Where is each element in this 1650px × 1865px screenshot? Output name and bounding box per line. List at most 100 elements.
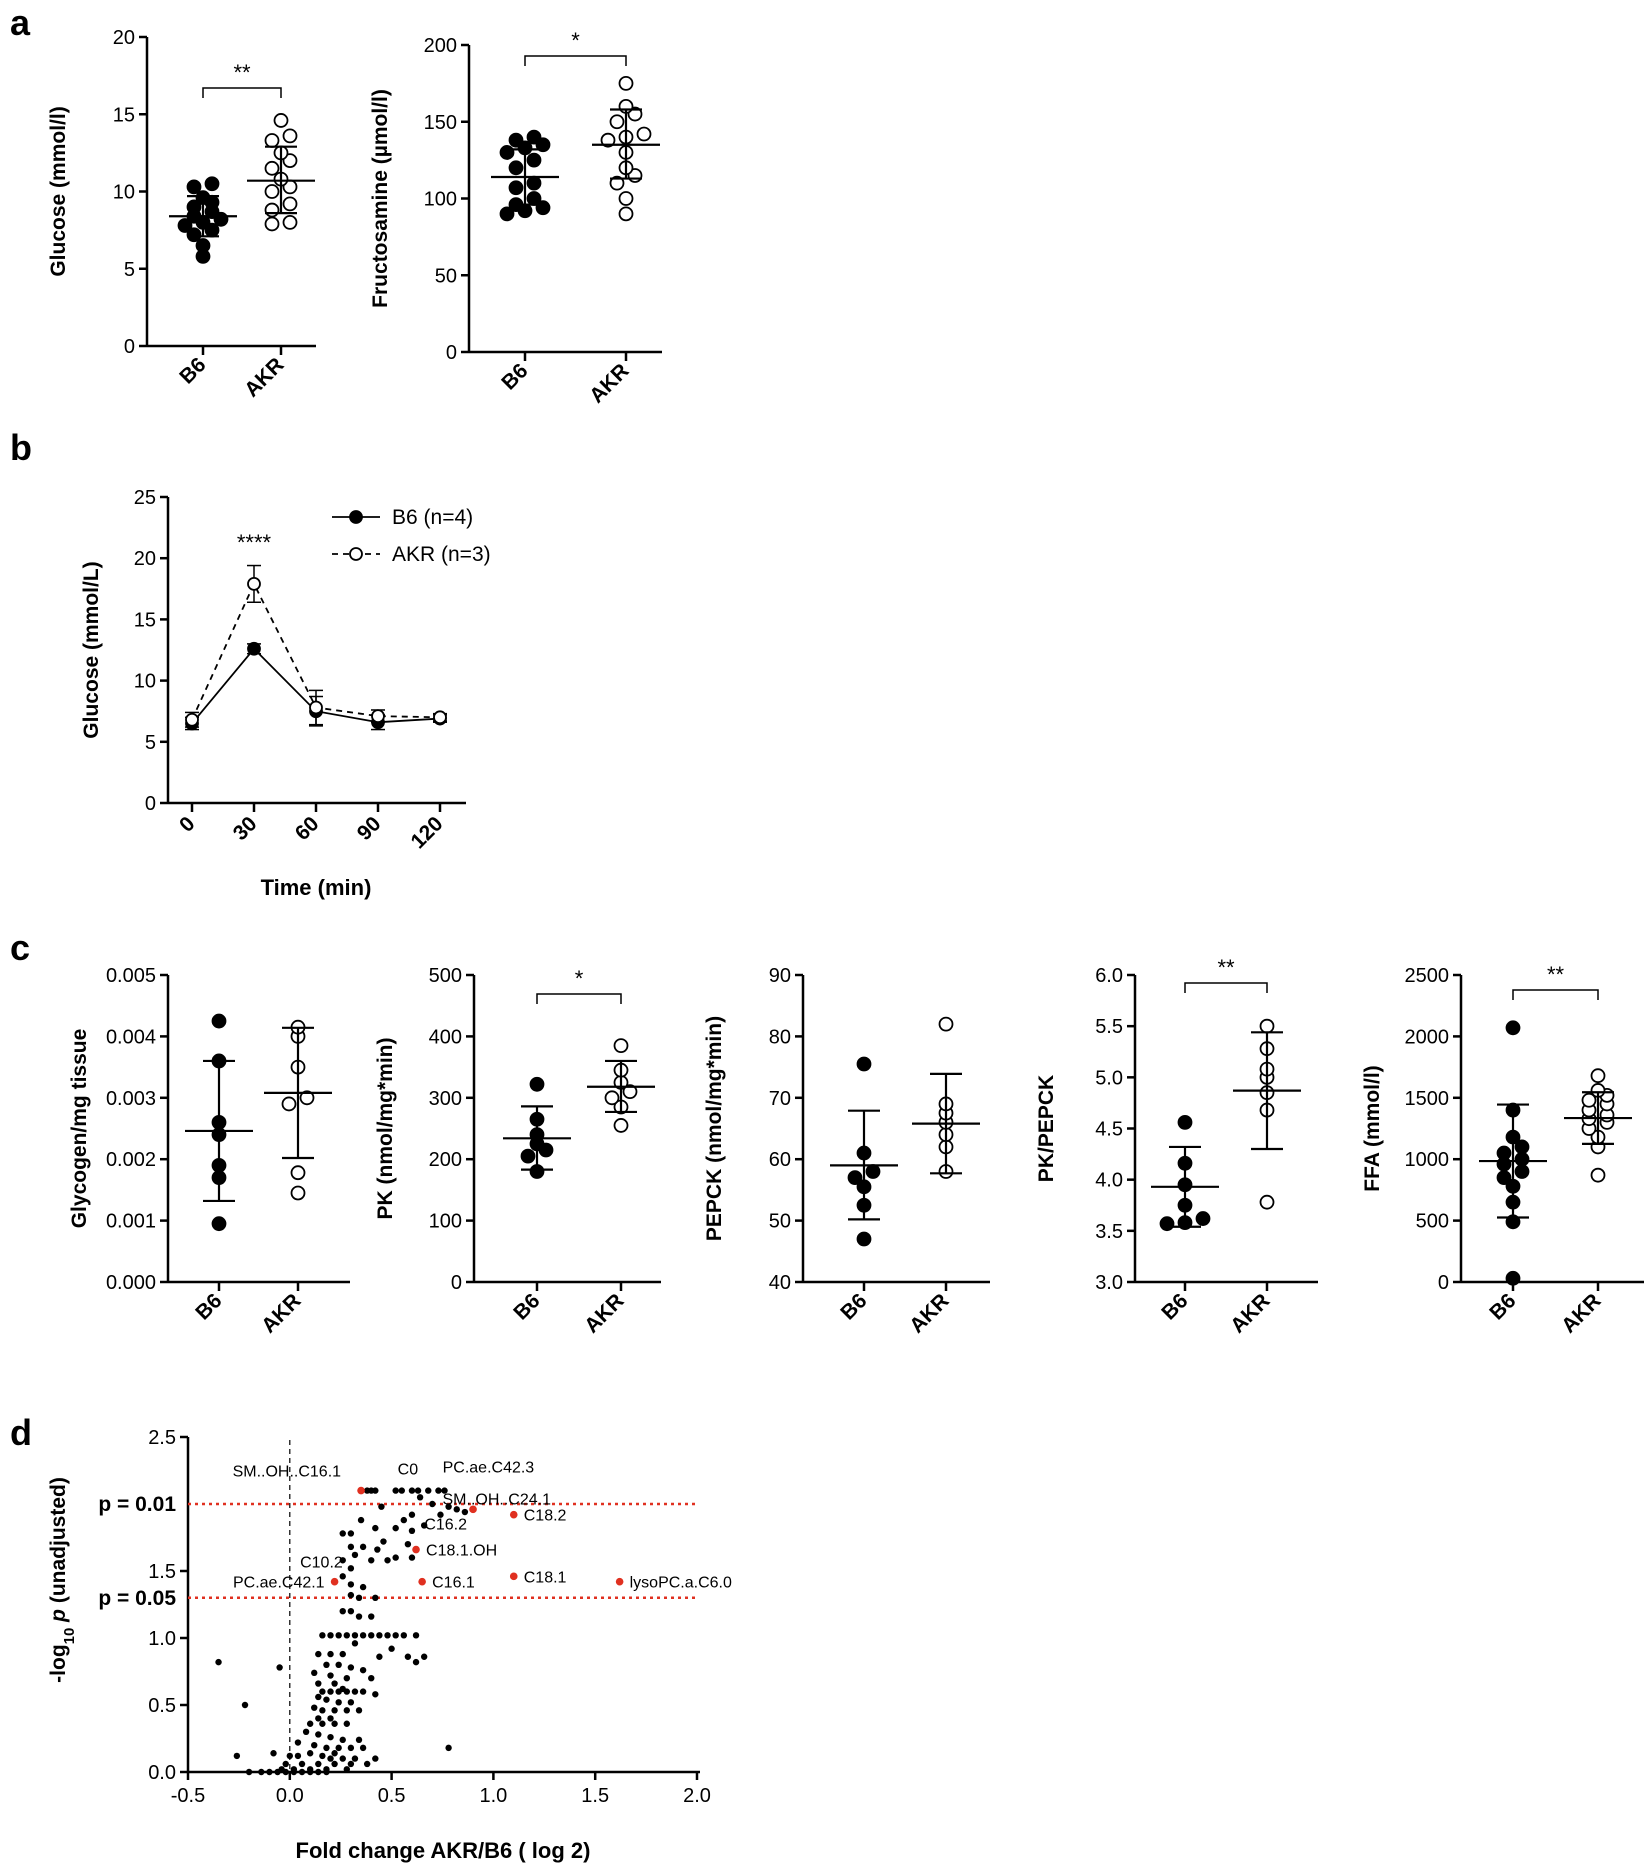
c1-y-tick-label: 0.004	[106, 1026, 156, 1048]
c4-y-tick-label: 6.0	[1095, 965, 1123, 987]
d-point	[245, 1768, 253, 1776]
d-point	[408, 1487, 416, 1494]
c2-akr-point	[604, 1090, 620, 1106]
a2-category-label: B6	[497, 359, 532, 394]
b-y-axis-label: Glucose (mmol/L)	[80, 561, 103, 738]
c5-y-tick-label: 500	[1416, 1211, 1449, 1233]
d-highlight-point	[412, 1545, 420, 1554]
d-point	[372, 1487, 379, 1494]
c2-significance-bracket	[536, 993, 622, 1004]
d-point	[311, 1669, 318, 1677]
d-point	[274, 1768, 281, 1776]
a2-y-tick-label: 200	[424, 35, 457, 57]
b-point-1	[433, 710, 447, 725]
d-point-label: C10.2	[300, 1554, 343, 1571]
d-point	[392, 1554, 399, 1561]
a2-b6-point	[499, 206, 515, 222]
c2-significance-label: *	[575, 966, 584, 991]
d-point	[282, 1768, 289, 1776]
c1-akr-point	[281, 1096, 297, 1112]
d-point	[351, 1640, 359, 1647]
d-point	[323, 1744, 330, 1752]
d-x-axis-label: Fold change AKR/B6 ( log 2)	[296, 1838, 591, 1863]
b-point-1	[247, 577, 261, 591]
d-point	[355, 1736, 363, 1744]
d-x-tick-label: 1.0	[479, 1785, 507, 1807]
d-point-label: C16.2	[424, 1516, 467, 1533]
b-legend-label-0: B6 (n=4)	[392, 506, 473, 529]
d-y-tick-label: 1.0	[148, 1628, 176, 1650]
b-y-tick-label: 15	[134, 609, 156, 631]
d-y-label-sub: 10	[61, 1628, 78, 1645]
d-point	[306, 1750, 314, 1757]
c5-b6-point	[1514, 1151, 1530, 1167]
a2-akr-point	[636, 126, 652, 142]
d-point	[319, 1707, 326, 1714]
c2-y-axis-label: PK (nmol/mg*min)	[374, 1038, 397, 1220]
a1-b6-point	[186, 179, 202, 195]
c4-y-tick-label: 3.5	[1095, 1221, 1123, 1243]
d-point	[331, 1707, 338, 1714]
d-point	[233, 1752, 241, 1760]
d-point-label: lysoPC.a.C6.0	[630, 1575, 732, 1592]
d-y-tick-label: 2.5	[148, 1427, 176, 1449]
c2-category-label: AKR	[580, 1289, 628, 1337]
b-point-1	[371, 709, 385, 723]
c1-y-tick-label: 0.005	[106, 965, 156, 987]
d-point	[298, 1768, 306, 1776]
d-point	[323, 1696, 330, 1703]
a2-b6-point	[499, 145, 515, 160]
a2-b6-point	[526, 152, 542, 168]
c3-y-tick-label: 80	[769, 1026, 791, 1048]
a2-b6-point	[508, 132, 524, 148]
c1-akr-point	[290, 1185, 306, 1201]
c5-b6-point	[1496, 1145, 1512, 1161]
c4-akr-point	[1259, 1018, 1275, 1034]
a2-akr-point	[618, 75, 634, 91]
c4-akr-point	[1259, 1194, 1275, 1210]
c4-b6-point	[1159, 1216, 1175, 1232]
d-point	[339, 1736, 346, 1744]
d-point	[347, 1565, 355, 1572]
d-point	[400, 1632, 408, 1639]
d-point-label: PC.ae.C42.1	[233, 1575, 325, 1592]
d-point	[461, 1508, 469, 1516]
d-point	[339, 1573, 346, 1580]
c1-y-tick-label: 0.002	[106, 1149, 156, 1171]
d-point	[368, 1675, 375, 1682]
a1-significance-bracket	[202, 87, 282, 98]
d-point	[327, 1755, 334, 1762]
c3-y-tick-label: 70	[769, 1088, 791, 1110]
d-point	[315, 1715, 322, 1722]
b-x-tick-label: 90	[353, 812, 386, 845]
d-point	[294, 1752, 302, 1760]
d-point	[372, 1594, 379, 1602]
a2-y-tick-label: 100	[424, 189, 457, 211]
d-point	[372, 1524, 379, 1532]
d-point	[416, 1494, 424, 1501]
d-point	[392, 1632, 399, 1639]
c3-y-tick-label: 60	[769, 1149, 791, 1171]
d-point	[372, 1755, 379, 1762]
d-point	[414, 1487, 422, 1494]
a2-akr-point	[609, 114, 625, 130]
d-point	[404, 1541, 412, 1548]
d-highlight-point	[418, 1577, 426, 1586]
c2-akr-point	[622, 1084, 638, 1100]
d-point	[327, 1733, 334, 1741]
a1-category-label: AKR	[240, 353, 288, 401]
d-point-label: C0	[398, 1462, 419, 1479]
c1-akr-point	[299, 1090, 315, 1106]
c5-b6-point	[1505, 1020, 1521, 1036]
c3-akr-point	[938, 1016, 954, 1032]
d-point	[363, 1760, 371, 1768]
d-point	[323, 1661, 330, 1669]
d-y-axis-label: -log10 p (unadjusted)	[47, 1477, 78, 1683]
d-point-label: PC.ae.C42.3	[443, 1460, 535, 1477]
c1-y-tick-label: 0.003	[106, 1088, 156, 1110]
a2-y-tick-label: 50	[435, 265, 457, 287]
c2-akr-point	[613, 1118, 629, 1133]
d-point	[408, 1554, 416, 1561]
a1-y-tick-label: 10	[113, 182, 135, 204]
b-point-0	[247, 641, 261, 656]
